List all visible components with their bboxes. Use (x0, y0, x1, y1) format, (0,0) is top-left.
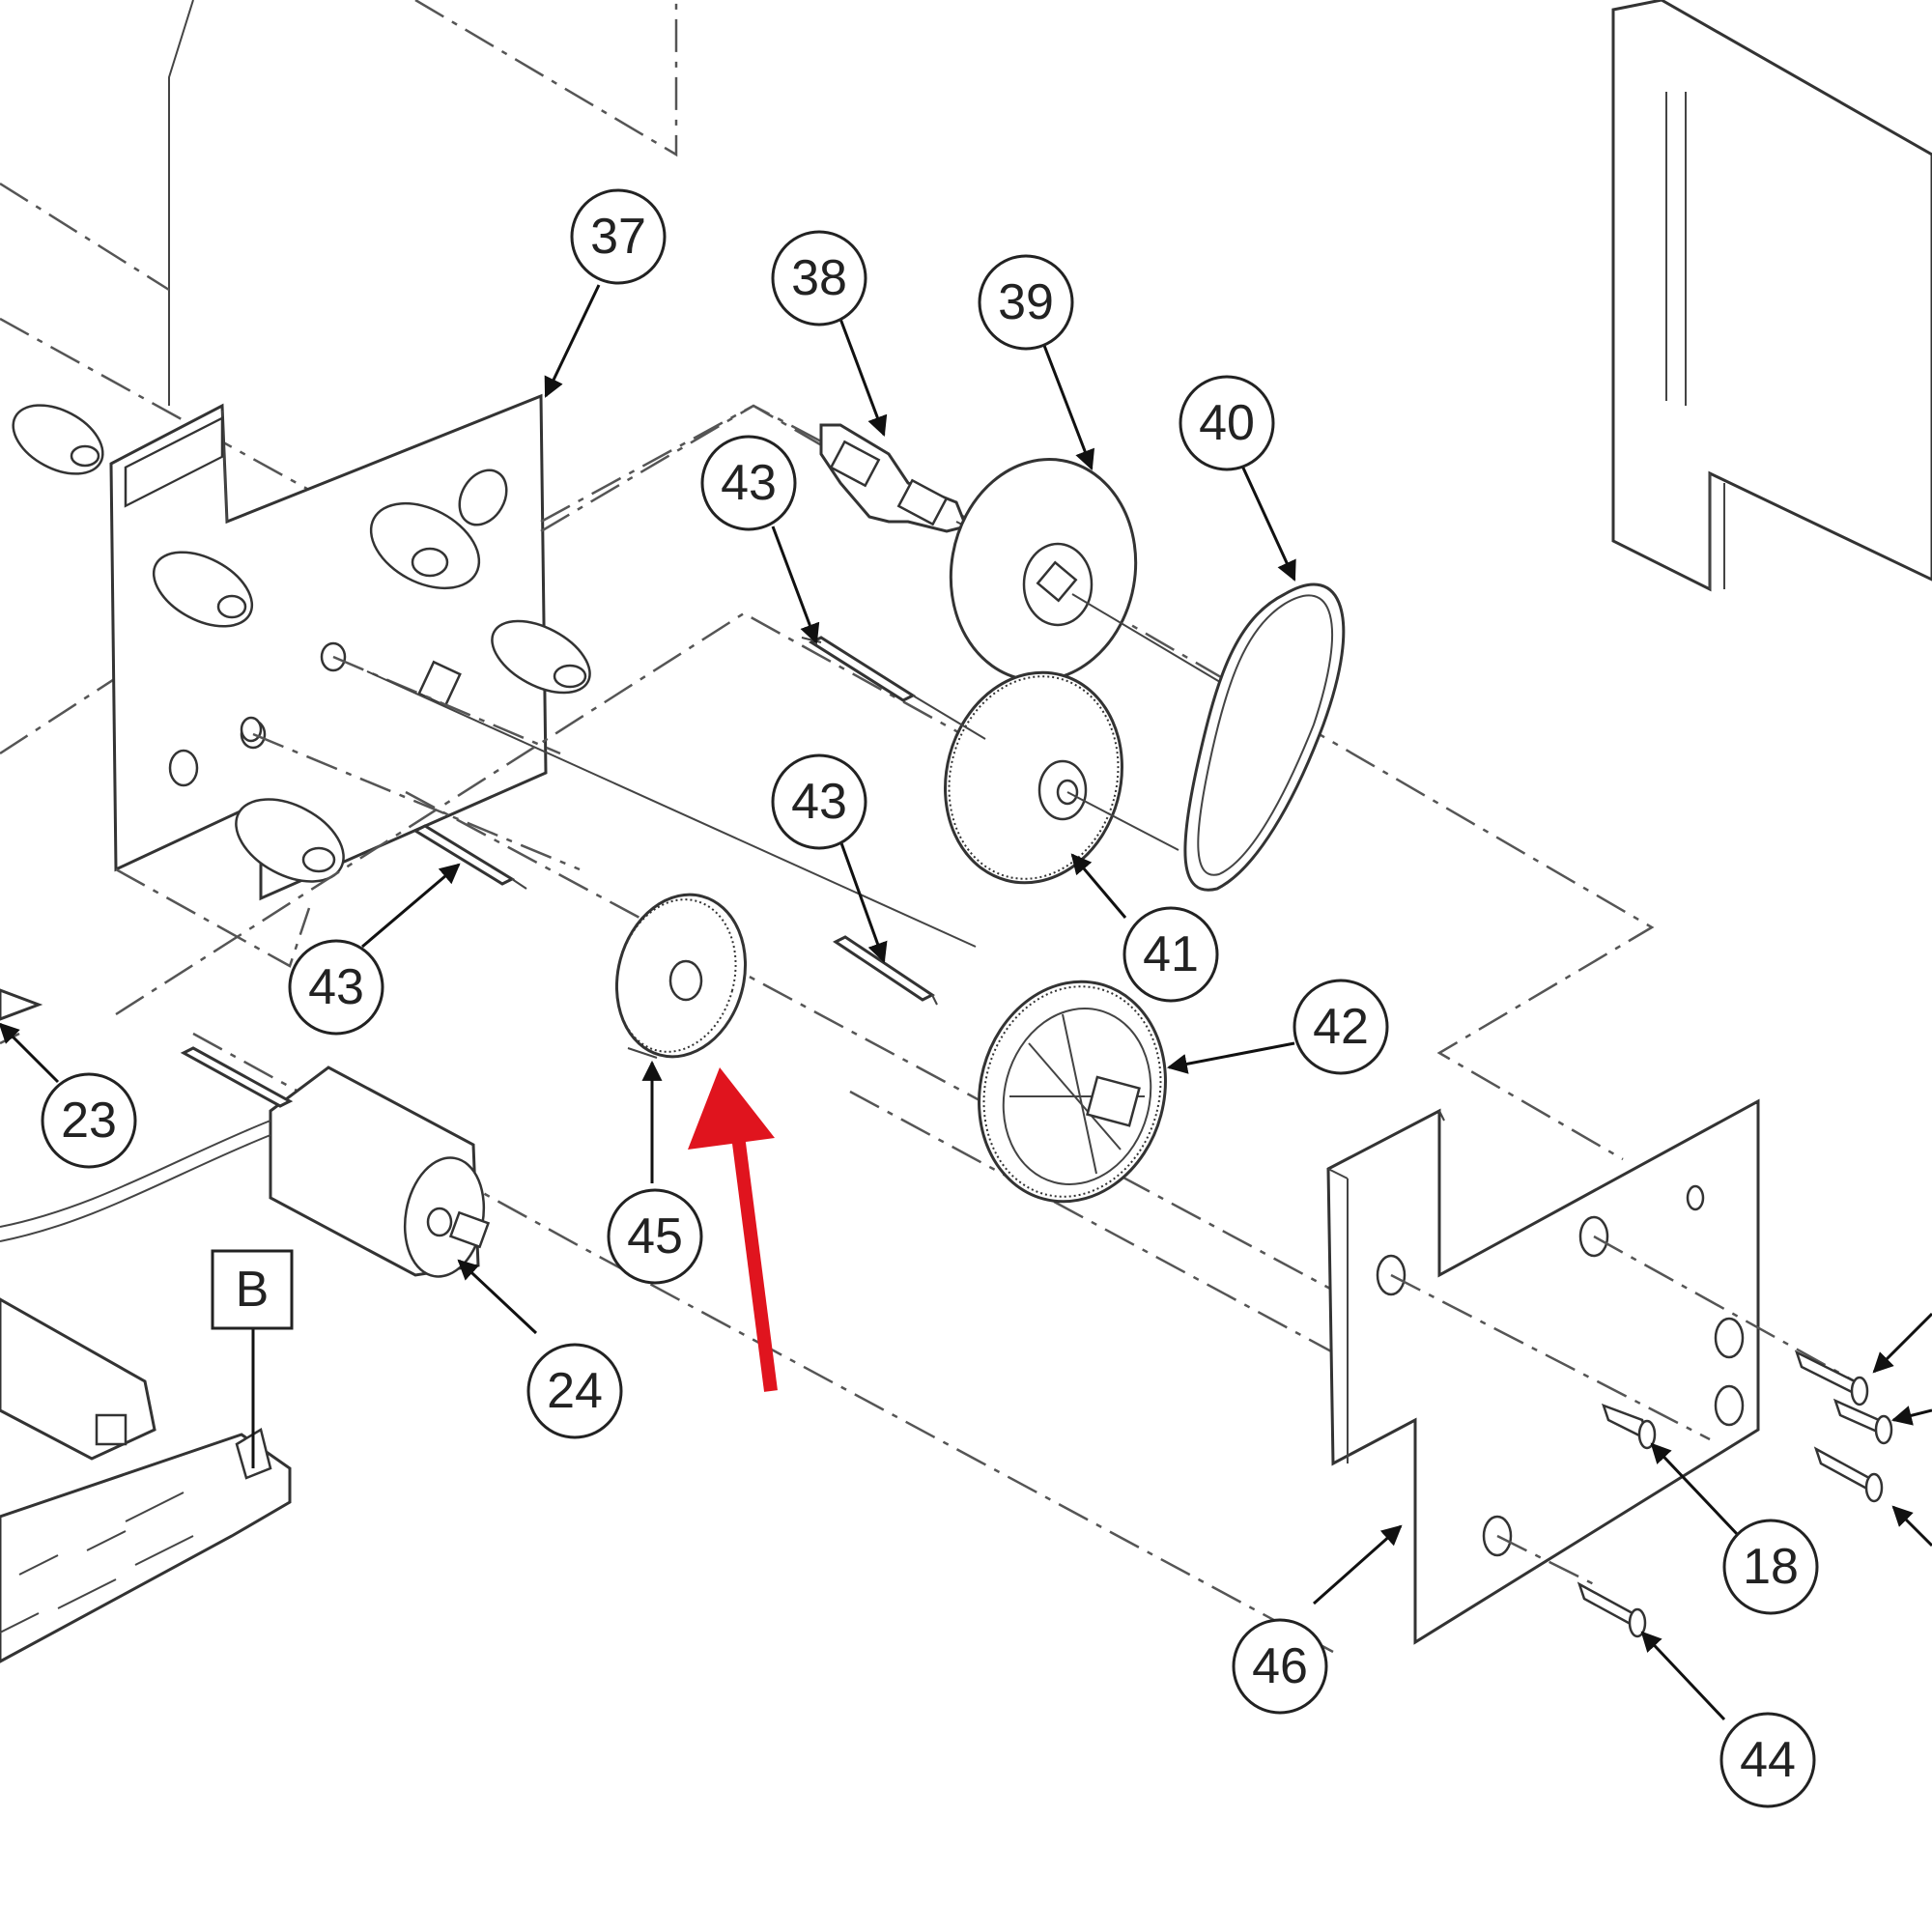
leader-24 (457, 1259, 538, 1335)
callout-37: 37 (570, 188, 667, 285)
screw-18 (1601, 1403, 1657, 1450)
leader-37 (544, 284, 601, 398)
shaft-left (412, 824, 527, 890)
screws (1577, 1350, 1893, 1638)
spoked-gear (978, 980, 1167, 1204)
idler-gear (944, 670, 1179, 885)
reference-box-b: B (211, 1249, 294, 1330)
callout-18-label: 18 (1743, 1539, 1799, 1595)
callout-38-label: 38 (791, 250, 847, 306)
shaft-top (801, 636, 986, 740)
callout-41-label: 41 (1143, 926, 1199, 982)
side-plate (1326, 1098, 1856, 1645)
callout-42-label: 42 (1313, 999, 1369, 1055)
shaft-middle (833, 935, 938, 1006)
callout-23: 23 (41, 1072, 137, 1169)
screw-right-2 (1833, 1398, 1893, 1445)
leader-right-2 (1890, 1406, 1932, 1426)
callout-44-label: 44 (1740, 1732, 1796, 1788)
callout-39-label: 39 (998, 274, 1054, 330)
callout-40-label: 40 (1199, 395, 1255, 451)
callout-43-left: 43 (288, 939, 384, 1036)
leader-43-middle (838, 839, 888, 963)
callout-18: 18 (1722, 1519, 1819, 1615)
callout-41: 41 (1122, 906, 1219, 1003)
callout-37-label: 37 (590, 209, 646, 265)
drive-disc (949, 458, 1276, 716)
leader-41 (1070, 853, 1127, 919)
drive-belt (1183, 582, 1346, 892)
callout-38: 38 (771, 230, 867, 327)
screw-right-1 (1794, 1350, 1869, 1406)
standoff-d (152, 551, 254, 628)
standoff-b (491, 619, 591, 695)
frame-plate (12, 393, 1102, 968)
leader-42 (1166, 1041, 1295, 1074)
standoff-e (12, 404, 104, 475)
callout-43-top-label: 43 (721, 455, 777, 511)
leader-right-1 (1872, 1312, 1932, 1374)
screw-right-3 (1813, 1446, 1884, 1503)
dc-motor (0, 1046, 491, 1278)
leader-39 (1041, 342, 1095, 470)
callout-46: 46 (1232, 1618, 1328, 1715)
standoff-a (369, 501, 481, 590)
leader-38 (838, 318, 888, 437)
callout-24-label: 24 (547, 1363, 603, 1419)
leader-40 (1239, 463, 1296, 582)
small-gear (614, 893, 748, 1059)
highlight-arrow (688, 1067, 778, 1392)
callout-43-top: 43 (700, 435, 797, 531)
callout-42: 42 (1293, 979, 1389, 1075)
screw-44 (1577, 1581, 1647, 1638)
reference-box-b-label: B (236, 1262, 270, 1318)
callout-39: 39 (978, 254, 1074, 351)
leader-43-top (771, 526, 820, 644)
leader-46 (1313, 1524, 1403, 1605)
pulley-shaft-assembly (819, 423, 977, 533)
callout-44: 44 (1719, 1712, 1816, 1808)
leader-18 (1650, 1442, 1741, 1538)
callout-23-label: 23 (61, 1093, 117, 1149)
callout-24: 24 (526, 1343, 623, 1439)
callout-43-left-label: 43 (308, 959, 364, 1015)
standoff-c (235, 798, 345, 883)
leader-44 (1640, 1631, 1726, 1721)
callout-45-label: 45 (627, 1208, 683, 1264)
callout-43-middle-label: 43 (791, 774, 847, 830)
leader-lines (0, 284, 1932, 1721)
leader-right-3 (1891, 1505, 1932, 1548)
callout-40: 40 (1179, 375, 1275, 471)
leader-23 (0, 1022, 60, 1084)
callout-46-label: 46 (1252, 1638, 1308, 1694)
callout-43-middle: 43 (771, 753, 867, 850)
callout-45: 45 (607, 1188, 703, 1285)
leader-43-left (361, 863, 461, 949)
